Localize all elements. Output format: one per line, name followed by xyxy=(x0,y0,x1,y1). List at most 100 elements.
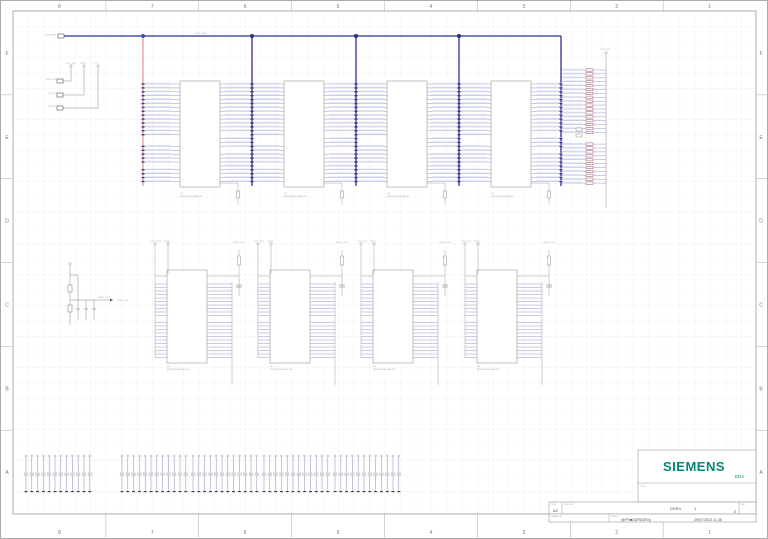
net-tie xyxy=(141,176,145,179)
net-label xyxy=(145,125,171,127)
net-label xyxy=(563,131,583,133)
capacitor xyxy=(143,472,148,476)
net-label xyxy=(461,94,487,96)
column-zone-label: 8 xyxy=(58,530,61,536)
capacitor xyxy=(137,472,142,476)
net-tie xyxy=(559,110,563,112)
capacitor xyxy=(379,472,384,476)
net-tie xyxy=(250,157,254,159)
net-label xyxy=(358,129,384,131)
net-label xyxy=(225,156,251,159)
termination-resistor xyxy=(585,107,594,111)
ground-symbol xyxy=(203,491,207,493)
net-tie xyxy=(250,161,254,163)
net-tie xyxy=(141,134,145,136)
net-tie xyxy=(457,98,461,101)
power-label: VDDQ xyxy=(164,241,171,243)
net-label xyxy=(145,129,171,131)
net-label xyxy=(563,170,583,172)
ground-symbol xyxy=(326,491,330,493)
net-label xyxy=(329,180,355,182)
net-label xyxy=(461,114,487,116)
capacitor xyxy=(70,472,75,476)
net-label xyxy=(254,145,280,147)
net-label xyxy=(329,129,355,131)
termination-resistor xyxy=(585,80,594,84)
net-label xyxy=(329,106,355,108)
net-label xyxy=(563,80,583,82)
termination-resistor xyxy=(585,162,594,166)
net-tie xyxy=(250,165,254,167)
net-label xyxy=(225,125,251,127)
net-tie xyxy=(559,106,563,109)
resistor xyxy=(443,255,447,266)
net-label xyxy=(358,180,384,182)
net-label xyxy=(329,110,355,112)
net-label xyxy=(536,137,562,139)
net-label xyxy=(536,160,562,162)
capacitor xyxy=(191,472,195,476)
ground-symbol xyxy=(308,491,312,493)
net-label xyxy=(225,94,251,96)
net-label xyxy=(461,110,487,112)
net-tie xyxy=(141,98,145,101)
net-label xyxy=(536,117,562,120)
net-label xyxy=(536,156,562,159)
capacitor xyxy=(267,472,272,476)
net-tie xyxy=(354,173,358,175)
column-zone-label: 3 xyxy=(522,530,525,536)
capacitor xyxy=(320,472,324,476)
net-label xyxy=(358,82,384,84)
net-tie xyxy=(141,106,145,109)
net-tie xyxy=(141,126,145,128)
net-tie xyxy=(559,173,563,175)
net-label xyxy=(461,176,487,178)
net-tie xyxy=(559,165,563,167)
capacitor xyxy=(385,472,390,476)
termination-resistor xyxy=(585,91,594,95)
ground-symbol xyxy=(226,491,230,493)
net-label xyxy=(432,141,458,143)
power-label: VDDQ_1V5 xyxy=(233,242,245,244)
net-label xyxy=(563,96,583,98)
capacitor xyxy=(237,472,242,476)
net-label xyxy=(536,172,562,174)
column-zone-label: 2 xyxy=(615,4,618,10)
top-right-power-label: VTT_DDR xyxy=(600,49,611,51)
net-label xyxy=(461,153,487,155)
net-label xyxy=(563,146,583,148)
net-label xyxy=(254,110,280,112)
net-label xyxy=(225,168,251,170)
net-label xyxy=(145,153,171,155)
row-zone-label: A xyxy=(759,470,763,476)
net-label xyxy=(358,145,384,147)
net-label xyxy=(432,117,458,120)
sheet-number: 1 xyxy=(694,506,697,511)
row-zone-label: C xyxy=(759,302,763,308)
net-label xyxy=(536,145,562,147)
net-tie xyxy=(141,173,145,175)
net-label xyxy=(254,149,280,151)
chip-body xyxy=(476,269,518,364)
net-label xyxy=(329,160,355,162)
chip-reference: U1 xyxy=(180,193,184,195)
power-symbol xyxy=(604,51,608,55)
net-label xyxy=(358,86,384,88)
ground-symbol xyxy=(314,491,318,493)
net-tie xyxy=(250,98,254,101)
net-tie xyxy=(457,153,461,155)
net-label xyxy=(432,98,458,100)
capacitor xyxy=(76,472,81,476)
capacitor xyxy=(254,472,259,476)
net-label xyxy=(329,117,355,120)
net-label xyxy=(563,119,583,121)
termination-resistor xyxy=(585,154,594,158)
net-label xyxy=(225,90,251,92)
left-control-ports: VCC_1V8 VDDQ VTT DDR_CLK DDR_CKE DDR_RST xyxy=(46,63,100,111)
net-tie xyxy=(559,145,563,148)
capacitor xyxy=(367,472,372,476)
net-label xyxy=(358,117,384,120)
